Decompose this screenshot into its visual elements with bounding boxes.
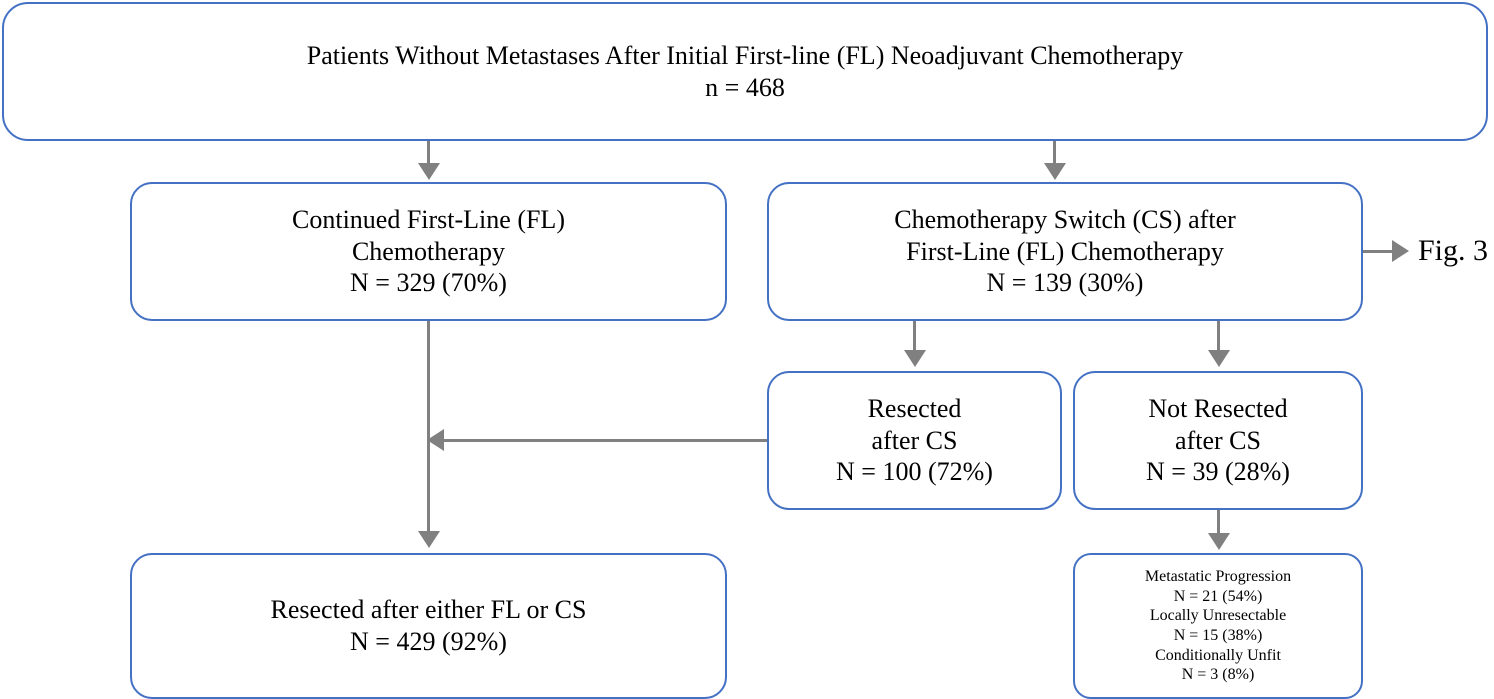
node-resected-line-3: N = 100 (72%) <box>836 457 993 487</box>
side-label-fig3: Fig. 3 <box>1418 234 1489 267</box>
node-reasons-line-4: N = 15 (38%) <box>1173 627 1263 644</box>
node-cs-line-1: Chemotherapy Switch (CS) after <box>894 204 1236 234</box>
node-reasons-line-5: Conditionally Unfit <box>1155 646 1281 664</box>
node-final-line-2: N = 429 (92%) <box>350 627 507 656</box>
connector-cs-to-fig3-line <box>1363 250 1397 253</box>
connector-cs-to-resected-arrowhead <box>904 350 926 367</box>
connector-root-to-cs-arrowhead <box>1044 163 1066 180</box>
node-fl-line-1: Continued First-Line (FL) <box>292 204 565 234</box>
node-reasons-line-2: N = 21 (54%) <box>1173 587 1263 605</box>
connector-fl-to-final-arrowhead <box>418 531 440 548</box>
connector-resected-to-final-arrowhead <box>427 429 444 451</box>
node-resected-line-2: after CS <box>871 425 958 455</box>
node-not-resected-after-cs: Not Resected after CS N = 39 (28%) <box>1073 371 1363 510</box>
node-fl-line-3: N = 329 (70%) <box>350 268 507 298</box>
connector-cs-to-resected-line <box>913 321 916 350</box>
node-continued-first-line-chemotherapy: Continued First-Line (FL) Chemotherapy N… <box>130 182 727 321</box>
node-fl-line-2: Chemotherapy <box>351 236 506 266</box>
node-not-resected-reasons: Metastatic Progression N = 21 (54%) Loca… <box>1073 553 1363 699</box>
connector-root-to-fl-line <box>427 141 430 167</box>
node-notresect-line-1: Not Resected <box>1148 393 1288 423</box>
node-chemotherapy-switch: Chemotherapy Switch (CS) after First-Lin… <box>767 182 1363 321</box>
connector-resected-to-final-line <box>444 439 767 442</box>
node-root-line-2: n = 468 <box>705 72 785 102</box>
node-reasons-line-6: N = 3 (8%) <box>1181 666 1255 684</box>
node-root-line-1: Patients Without Metastases After Initia… <box>306 40 1184 70</box>
node-cs-line-2: First-Line (FL) Chemotherapy <box>906 236 1224 266</box>
node-cs-line-3: N = 139 (30%) <box>986 268 1144 298</box>
connector-cs-to-not-resected-line <box>1217 321 1220 350</box>
connector-root-to-fl-arrowhead <box>418 163 440 180</box>
node-reasons-line-3: Locally Unresectable <box>1149 607 1287 625</box>
connector-cs-to-not-resected-arrowhead <box>1208 350 1230 367</box>
node-notresect-line-2: after CS <box>1175 425 1261 455</box>
node-notresect-line-3: N = 39 (28%) <box>1146 457 1290 487</box>
node-patients-without-metastases: Patients Without Metastases After Initia… <box>2 2 1488 141</box>
node-reasons-line-1: Metastatic Progression <box>1144 568 1292 586</box>
node-final-line-1: Resected after either FL or CS <box>270 595 587 625</box>
node-resected-after-either-fl-or-cs: Resected after either FL or CS N = 429 (… <box>130 553 727 699</box>
connector-fl-to-final-line <box>427 321 430 532</box>
node-resected-after-cs: Resected after CS N = 100 (72%) <box>767 371 1062 510</box>
node-resected-line-1: Resected <box>867 393 962 423</box>
connector-cs-to-fig3-arrowhead <box>1392 240 1409 262</box>
connector-not-resected-to-reasons-arrowhead <box>1208 533 1230 550</box>
connector-not-resected-to-reasons-line <box>1217 510 1220 535</box>
connector-root-to-cs-line <box>1053 141 1056 167</box>
